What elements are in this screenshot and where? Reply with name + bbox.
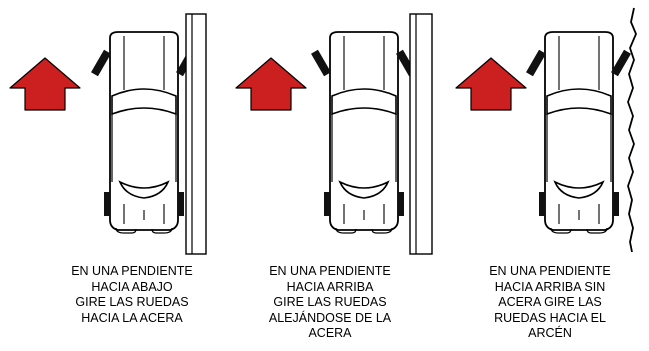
car-top-view [526,31,631,234]
up-arrow-icon [235,57,307,111]
instruction-caption-2: EN UNA PENDIENTE HACIA ARRIBA GIRE LAS R… [268,264,392,340]
front-left-tire-icon [91,49,111,77]
instruction-caption-1: EN UNA PENDIENTE HACIA ABAJO GIRE LAS RU… [71,264,193,325]
front-left-tire-icon [526,49,546,77]
curb [185,13,207,255]
front-right-tire-icon [611,49,631,77]
panel-1 [9,13,207,255]
curb [409,13,433,255]
car-top-view [311,31,416,234]
front-left-tire-icon [311,49,331,77]
up-arrow-icon [9,57,81,111]
instruction-caption-3: EN UNA PENDIENTE HACIA ARRIBA SIN ACERA … [489,264,611,340]
up-arrow-icon [455,57,527,111]
car-top-view [91,31,196,234]
panel-3 [455,7,637,253]
road-shoulder-edge [627,7,637,253]
panel-2 [235,13,433,255]
